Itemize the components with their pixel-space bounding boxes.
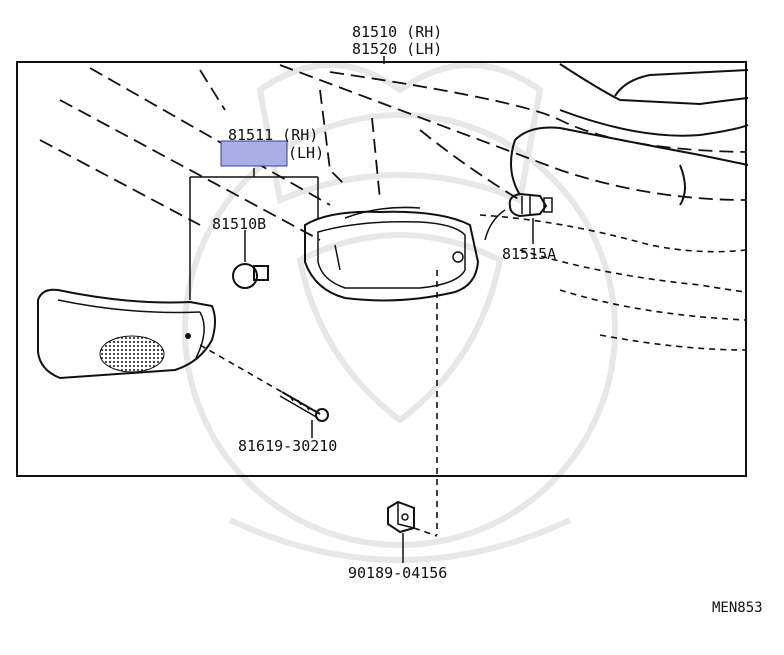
assembly-frame xyxy=(16,61,747,477)
clip-90189[interactable] xyxy=(387,500,415,534)
vehicle-body-outline xyxy=(39,64,747,351)
watermark-emblem xyxy=(182,62,618,563)
lens-81511[interactable] xyxy=(37,288,216,380)
watermark-ring xyxy=(182,112,618,548)
socket-81515a[interactable] xyxy=(484,192,553,241)
lens-screw-hole xyxy=(185,333,191,339)
label-lens-lh[interactable]: (LH) xyxy=(288,144,324,162)
clip-path-line-2 xyxy=(413,527,438,537)
leader-lines xyxy=(189,168,534,563)
label-bulb[interactable]: 81510B xyxy=(212,215,266,233)
bulb-81510b[interactable] xyxy=(232,263,269,289)
highlight-box[interactable] xyxy=(220,140,288,167)
screw-path-line xyxy=(199,344,283,393)
watermark-base xyxy=(228,517,572,563)
lens-grille xyxy=(99,335,165,373)
label-lens-rh[interactable]: 81511 (RH) xyxy=(228,126,318,144)
label-clip[interactable]: 90189-04156 xyxy=(348,564,447,582)
label-assy-lh[interactable]: 81520 (LH) xyxy=(352,40,442,58)
watermark-face xyxy=(296,232,504,424)
label-screw[interactable]: 81619-30210 xyxy=(238,437,337,455)
bumper-outline xyxy=(510,63,749,206)
watermark-crest xyxy=(256,62,544,205)
label-diagram-code: MEN853 xyxy=(712,600,763,616)
screw-81619[interactable] xyxy=(279,391,329,422)
lamp-housing[interactable] xyxy=(304,206,480,302)
label-assy-rh[interactable]: 81510 (RH) xyxy=(352,23,442,41)
label-socket[interactable]: 81515A xyxy=(502,245,556,263)
housing-mount-hole xyxy=(452,251,464,263)
